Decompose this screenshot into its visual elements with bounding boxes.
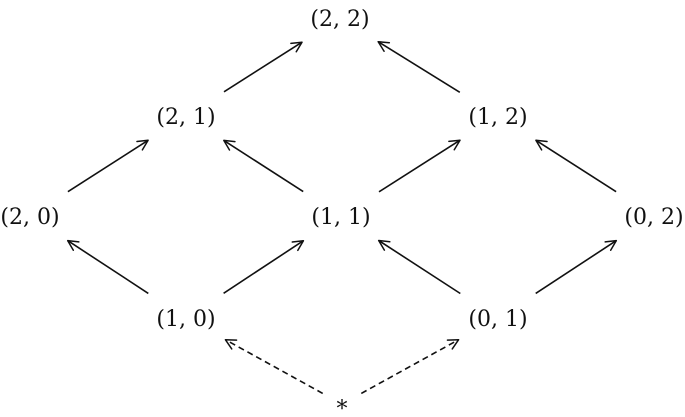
- edge-arrow-nstar-to-n01: [360, 338, 460, 395]
- edge-arrow-n10-to-n11: [223, 239, 305, 294]
- node-n20: (2, 0): [0, 205, 59, 230]
- edge-arrow-n12-to-n22: [377, 40, 461, 93]
- edge-arrow-n01-to-n02: [535, 239, 618, 295]
- node-n22: (2, 2): [310, 7, 369, 32]
- edge-arrow-n20-to-n21: [67, 139, 149, 193]
- edge-arrow-n11-to-n21: [223, 139, 304, 193]
- node-n21: (2, 1): [156, 105, 215, 130]
- edge-arrow-n02-to-n12: [535, 139, 617, 193]
- node-nstar: *: [337, 397, 348, 417]
- edge-arrow-n10-to-n20: [66, 239, 149, 295]
- edge-arrow-n21-to-n22: [223, 41, 303, 93]
- node-n02: (0, 2): [624, 205, 683, 230]
- edge-arrow-n11-to-n12: [378, 139, 461, 193]
- edge-arrow-n01-to-n11: [377, 239, 461, 295]
- nodes-layer: (2, 2) (2, 1) (1, 2) (2, 0) (1, 1) (0, 2) (1, …: [0, 7, 683, 417]
- node-n11: (1, 1): [311, 205, 370, 230]
- node-n01: (0, 1): [468, 307, 527, 332]
- node-n12: (1, 2): [468, 105, 527, 130]
- node-n10: (1, 0): [156, 307, 215, 332]
- edges-layer: [66, 40, 618, 395]
- edge-arrow-nstar-to-n10: [224, 338, 324, 395]
